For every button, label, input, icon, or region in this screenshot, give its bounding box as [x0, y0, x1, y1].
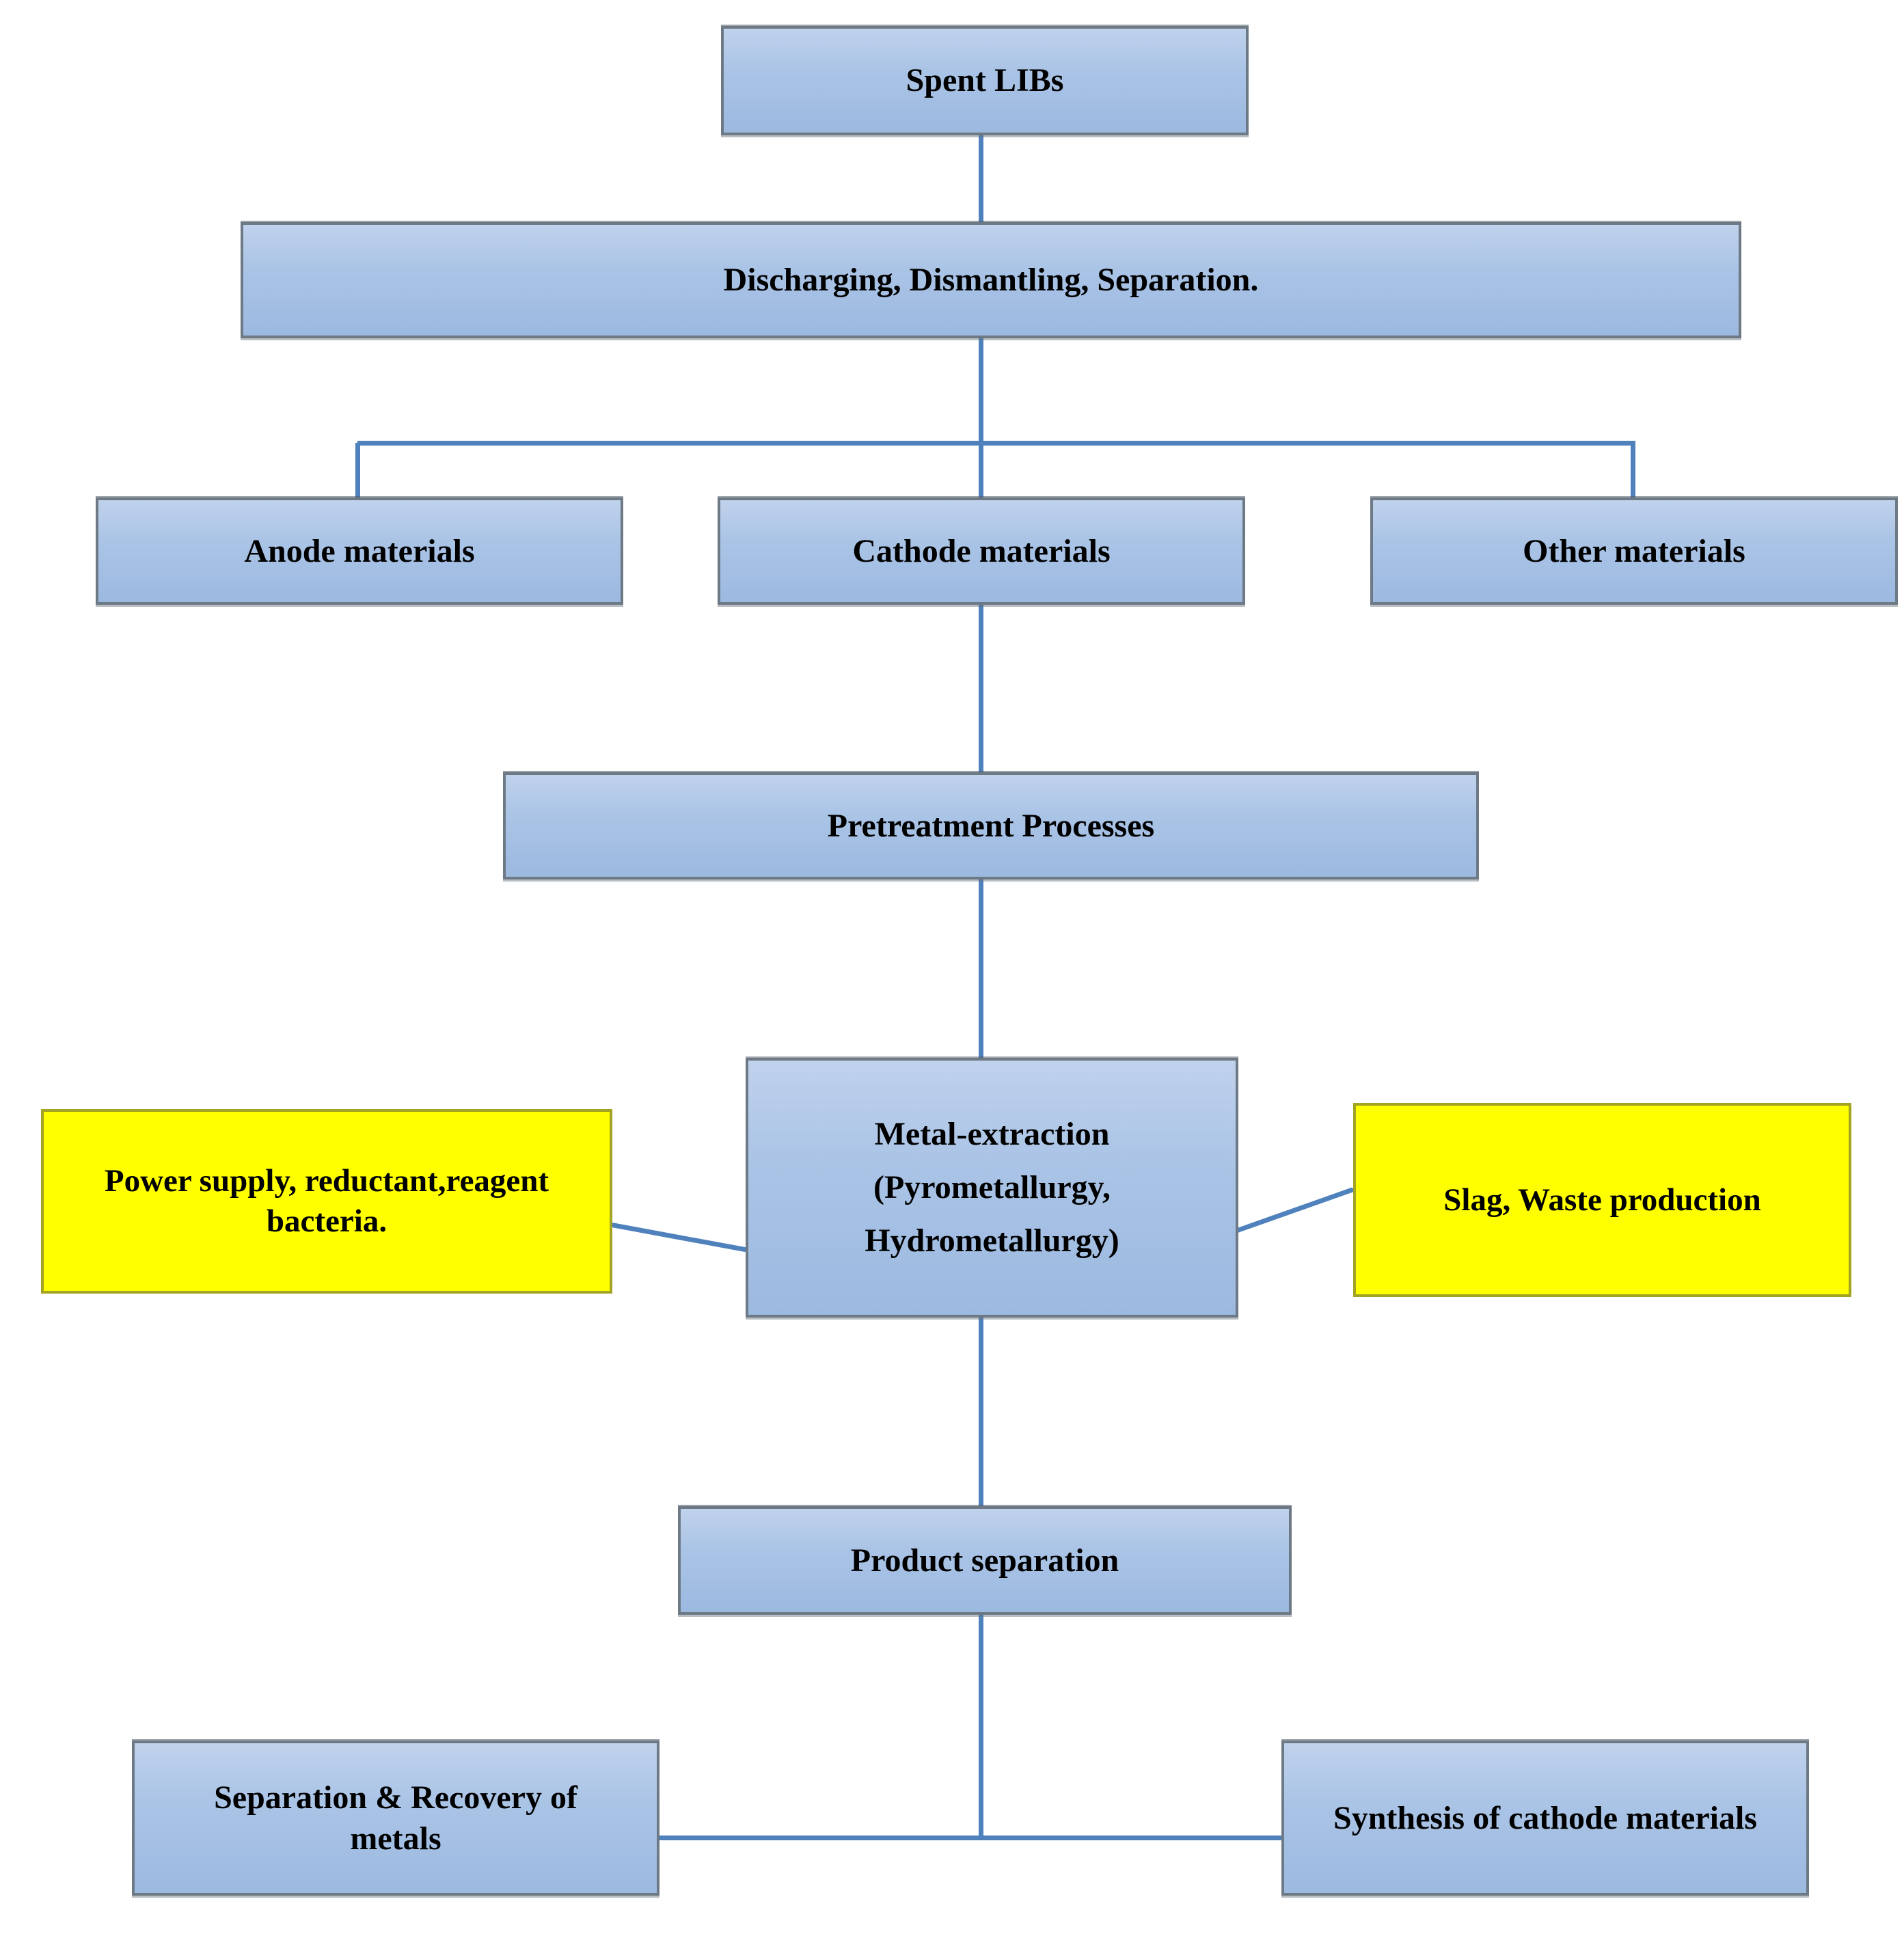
- connector-cathode-to-pretreatment: [979, 603, 983, 775]
- node-separation-recovery-metals: Separation & Recovery of metals: [132, 1741, 659, 1896]
- node-anode-materials: Anode materials: [96, 497, 623, 605]
- node-metal-extraction-line2: (Pyrometallurgy,: [873, 1169, 1111, 1206]
- connector-powersupply-to-metalextraction: [608, 1222, 748, 1253]
- connector-pretreatment-to-metalextraction: [979, 877, 983, 1061]
- node-power-supply-line2: bacteria.: [266, 1203, 387, 1239]
- node-separation-recovery-line2: metals: [350, 1820, 441, 1857]
- node-power-supply-reductant: Power supply, reductant,reagent bacteria…: [41, 1109, 612, 1294]
- node-pretreatment-processes: Pretreatment Processes: [503, 772, 1479, 879]
- connector-spentlibs-to-discharging: [979, 134, 983, 225]
- node-discharging-label: Discharging, Dismantling, Separation.: [723, 262, 1259, 298]
- node-metal-extraction: Metal-extraction (Pyrometallurgy, Hydrom…: [746, 1058, 1238, 1318]
- node-product-separation-label: Product separation: [850, 1542, 1119, 1579]
- node-slag-waste-label: Slag, Waste production: [1443, 1182, 1761, 1218]
- connector-productseparation-down: [979, 1613, 983, 1838]
- node-spent-libs: Spent LIBs: [721, 26, 1249, 135]
- node-other-materials-label: Other materials: [1523, 532, 1745, 569]
- node-spent-libs-label: Spent LIBs: [906, 62, 1064, 98]
- node-discharging-dismantling-separation: Discharging, Dismantling, Separation.: [241, 222, 1741, 338]
- node-cathode-materials: Cathode materials: [718, 497, 1245, 605]
- node-pretreatment-label: Pretreatment Processes: [827, 807, 1155, 844]
- node-power-supply-line1: Power supply, reductant,reagent: [104, 1163, 549, 1199]
- node-product-separation: Product separation: [678, 1506, 1292, 1615]
- connector-branch-to-anode: [355, 443, 360, 500]
- node-other-materials: Other materials: [1370, 497, 1898, 605]
- node-separation-recovery-line1: Separation & Recovery of: [214, 1779, 577, 1816]
- connector-discharging-to-cathode: [979, 336, 983, 500]
- node-synthesis-cathode-materials: Synthesis of cathode materials: [1281, 1741, 1809, 1896]
- connector-metalextraction-to-slag: [1234, 1187, 1355, 1233]
- node-cathode-materials-label: Cathode materials: [852, 532, 1111, 569]
- node-metal-extraction-line1: Metal-extraction: [874, 1116, 1110, 1153]
- connector-branch-to-other: [1631, 443, 1635, 500]
- connector-metalextraction-to-productseparation: [979, 1315, 983, 1509]
- node-anode-materials-label: Anode materials: [244, 532, 475, 569]
- connector-bottom-horizontal: [658, 1836, 1283, 1840]
- node-slag-waste-production: Slag, Waste production: [1353, 1103, 1851, 1297]
- node-metal-extraction-line3: Hydrometallurgy): [865, 1222, 1119, 1259]
- node-synthesis-cathode-label: Synthesis of cathode materials: [1333, 1799, 1757, 1836]
- connector-branch-horizontal: [357, 441, 1635, 446]
